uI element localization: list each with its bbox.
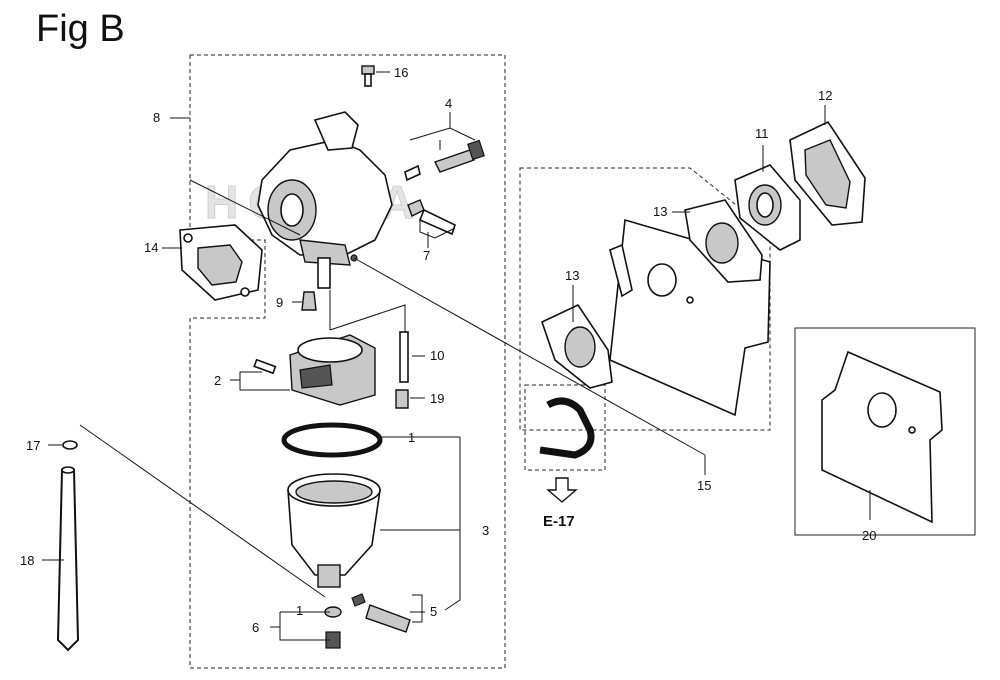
arrow-down-icon <box>546 477 578 503</box>
float-valve <box>395 389 409 409</box>
assembly-box-reference <box>524 384 606 471</box>
callout-label: 11 <box>755 126 769 141</box>
callout-label: 13 <box>565 268 579 283</box>
callout-label: 18 <box>20 553 34 568</box>
leader-lines <box>42 71 871 641</box>
gasket-13-left <box>541 303 613 389</box>
float-assembly <box>253 334 376 406</box>
main-jet <box>301 291 317 311</box>
gasket-13-right <box>684 199 763 283</box>
gasket-14 <box>179 224 263 301</box>
reference-label: E-17 <box>543 513 575 530</box>
drain-bolt <box>324 606 342 649</box>
callout-label: 17 <box>26 438 40 453</box>
spacer-11 <box>734 164 801 251</box>
callout-label: 6 <box>252 620 259 635</box>
throttle-stop-screw <box>407 199 456 236</box>
callout-label: 1 <box>296 603 303 618</box>
tube-clip <box>62 440 78 450</box>
gasket-20 <box>821 350 943 524</box>
callout-label: 14 <box>144 240 158 255</box>
callout-label: 13 <box>653 204 667 219</box>
float-chamber <box>287 473 381 588</box>
callout-label: 5 <box>430 604 437 619</box>
o-ring <box>281 422 383 458</box>
pilot-screw-set <box>404 139 485 182</box>
callout-label: 4 <box>445 96 452 111</box>
screw-16 <box>361 65 375 87</box>
callout-label: 3 <box>482 523 489 538</box>
callout-label: 1 <box>408 430 415 445</box>
float-pin <box>399 331 409 383</box>
assembly-box-element <box>794 327 976 536</box>
callout-label: 19 <box>430 391 444 406</box>
callout-label: 20 <box>862 528 876 543</box>
callout-label: 7 <box>423 248 430 263</box>
callout-label: 9 <box>276 295 283 310</box>
callout-label: 10 <box>430 348 444 363</box>
carburetor-body <box>257 111 393 289</box>
assembly-box-gaskets <box>519 167 771 431</box>
callout-label: 15 <box>697 478 711 493</box>
reference-hose <box>539 397 595 459</box>
drain-screw <box>351 593 411 633</box>
callout-label: 16 <box>394 65 408 80</box>
callout-label: 2 <box>214 373 221 388</box>
callout-label: 12 <box>818 88 832 103</box>
fuel-tube <box>56 466 80 652</box>
figure-title: Fig B <box>36 8 125 50</box>
callout-labels: 1 1 2 3 4 5 6 7 8 9 10 11 12 13 13 14 15… <box>20 65 876 635</box>
callout-label: 8 <box>153 110 160 125</box>
gasket-12 <box>789 120 866 226</box>
